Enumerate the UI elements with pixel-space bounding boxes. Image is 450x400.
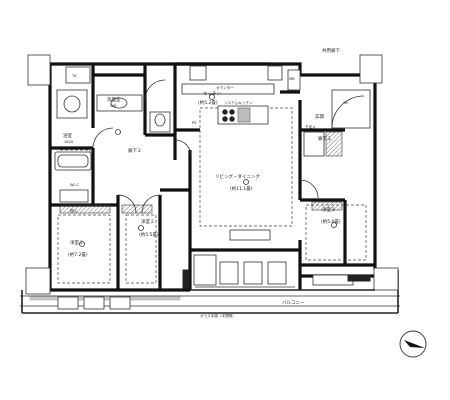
bathtub xyxy=(54,151,92,171)
tk-label: TK xyxy=(71,74,77,78)
legend-boxes xyxy=(57,296,131,310)
bathroom-label: 浴室 xyxy=(63,132,72,139)
structural-columns xyxy=(25,54,399,295)
north-arrow-icon xyxy=(399,330,427,358)
wic-label: W.I.C xyxy=(70,183,79,187)
wic-shelf xyxy=(59,189,89,203)
tb-label: TB xyxy=(342,101,348,105)
common-corridor-label: 共用廊下 xyxy=(322,47,340,54)
interior-walls xyxy=(50,62,375,290)
washbasin xyxy=(96,94,143,112)
kitchen-area-label: (約5.2畳) xyxy=(198,99,218,106)
toilet xyxy=(149,111,171,133)
western3-label: 洋室３ xyxy=(322,206,336,213)
kitchen-counter xyxy=(181,83,275,125)
western2-area-label: (約5.5畳) xyxy=(139,231,159,238)
balcony-label: バルコニー xyxy=(282,300,305,306)
storage-closets xyxy=(59,201,354,286)
system-kitchen-label: システムキッチン xyxy=(224,100,253,105)
ps-label: PS xyxy=(192,121,197,125)
glass-rail-label: ガラス手摺（半透明） xyxy=(200,313,236,318)
ceiling-light-icon xyxy=(79,94,337,247)
counter-label: カウンター xyxy=(216,85,234,90)
entrance-door[interactable] xyxy=(331,89,371,129)
washroom-label: 洗面室 xyxy=(107,96,121,103)
living-area-label: (約11.1畳) xyxy=(230,185,253,192)
western1-label: 洋室１ xyxy=(70,239,84,246)
corridor1-label: 廊下１ xyxy=(318,135,332,142)
kitchen-label: キッチン xyxy=(203,91,221,97)
door-swing-icon xyxy=(92,79,319,214)
balcony-windows xyxy=(20,286,400,307)
entrance-label: 玄関 xyxy=(315,113,324,120)
balcony-marks xyxy=(29,269,371,301)
storage-label: 物入 xyxy=(70,208,78,213)
bath-size-label: 1620 xyxy=(64,140,74,144)
western1-area-label: (約7.2畳) xyxy=(68,251,88,258)
mb-label: MB xyxy=(289,77,295,81)
wd-label: WD xyxy=(110,104,117,108)
washer-pan xyxy=(56,89,88,119)
corridor2-label: 廊下２ xyxy=(128,147,142,154)
utility-boxes xyxy=(65,65,301,286)
living-label: リビング・ダイニング xyxy=(215,173,260,180)
shoe-cabinet xyxy=(303,131,343,157)
shoe-label: 下足入 xyxy=(305,124,316,129)
western2-label: 洋室２ xyxy=(141,218,155,225)
western3-area-label: (約5.0畳) xyxy=(321,218,341,225)
